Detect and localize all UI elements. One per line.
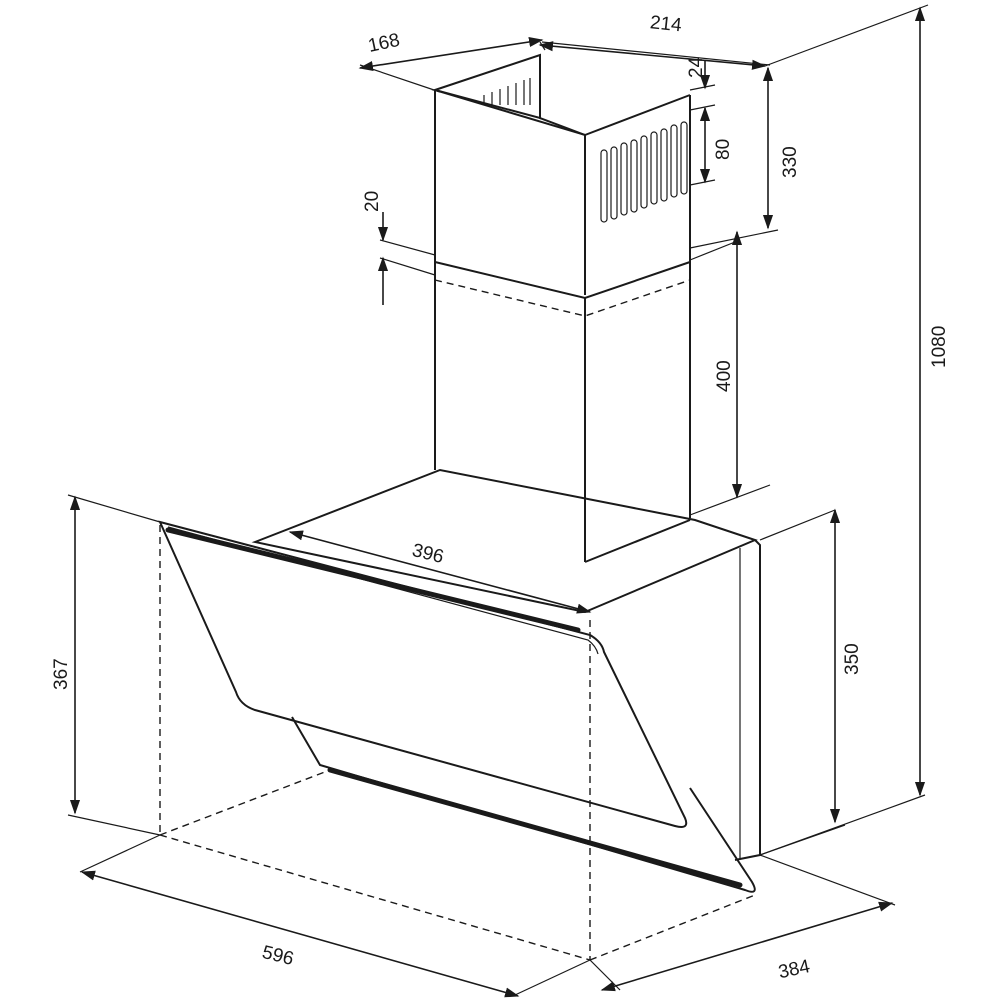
dim-1080: 1080 — [929, 326, 950, 368]
dim-367: 367 — [51, 658, 72, 690]
dim-330: 330 — [780, 146, 801, 178]
dim-168: 168 — [366, 30, 401, 57]
dim-24: 24 — [686, 56, 707, 78]
dim-20: 20 — [362, 191, 383, 212]
dim-400: 400 — [714, 360, 735, 392]
dim-384: 384 — [777, 956, 813, 983]
dim-350: 350 — [842, 643, 863, 675]
dim-396: 396 — [410, 540, 446, 568]
front-vent-slots — [600, 121, 688, 223]
dim-596: 596 — [260, 942, 296, 970]
dimension-labels: 168 214 24 80 330 20 400 1080 396 367 35… — [51, 12, 950, 983]
dim-214: 214 — [649, 12, 683, 36]
dim-80: 80 — [713, 139, 734, 160]
chimney — [431, 53, 691, 563]
rear-vent-slots — [483, 78, 531, 105]
dimension-lines — [67, 4, 929, 998]
